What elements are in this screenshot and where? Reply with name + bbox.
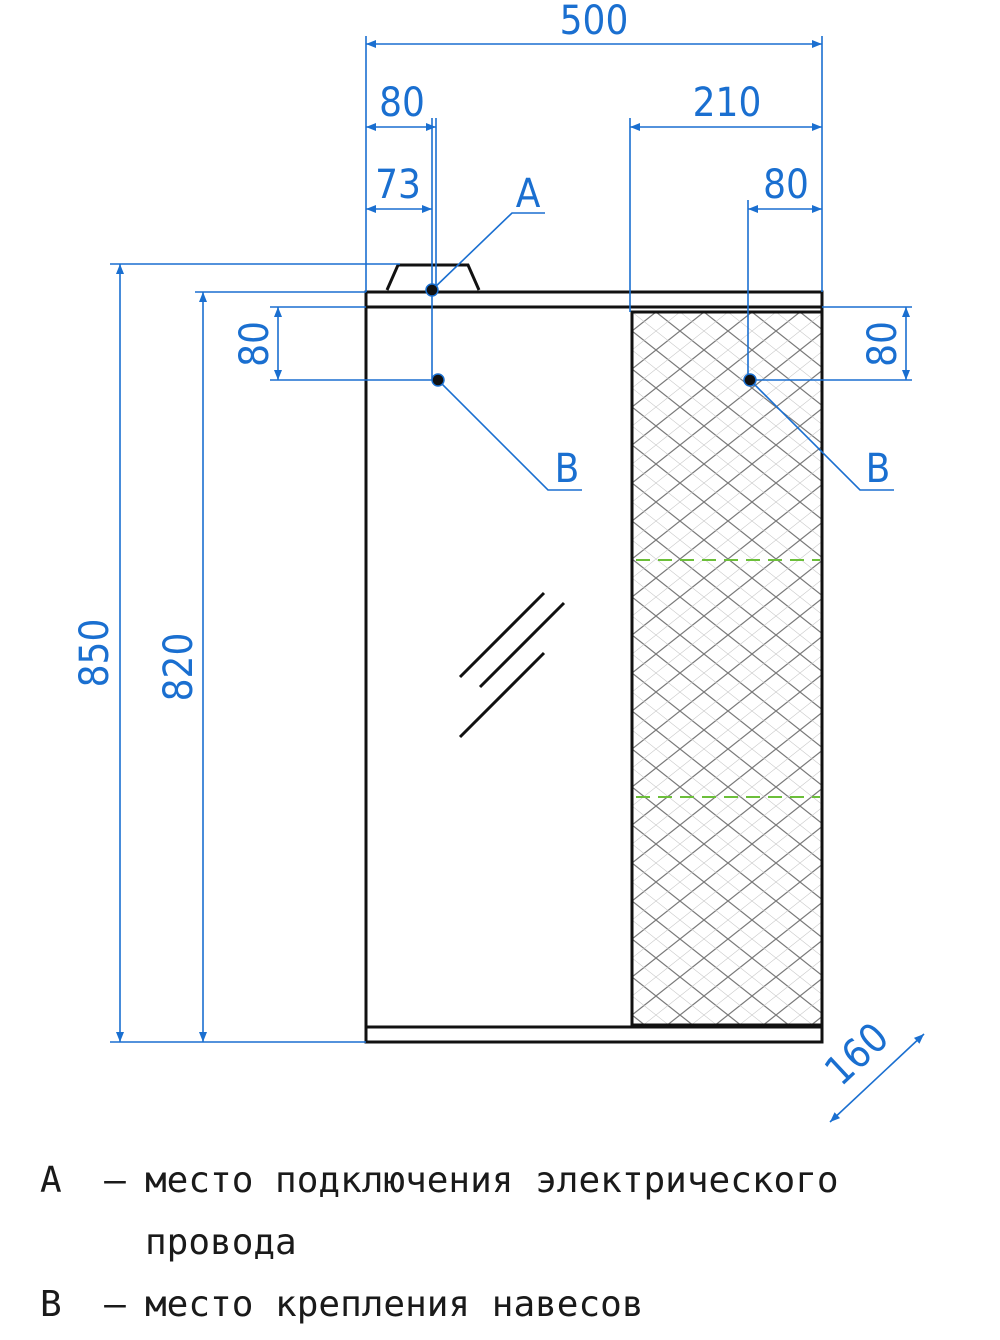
legend-text-a: место подключения электрического <box>145 1160 839 1201</box>
point-b-right-marker <box>743 373 757 387</box>
legend-separator-a: – <box>104 1160 126 1201</box>
dim-left-vertical-offset: 80 <box>232 321 278 367</box>
dim-right-offset: 80 <box>763 162 809 208</box>
legend: A – место подключения электрического про… <box>40 1150 980 1336</box>
legend-text-a-continued: провода <box>145 1222 297 1263</box>
dim-depth: 160 <box>816 1014 898 1094</box>
bottom-plank <box>364 1025 824 1044</box>
dimension-lines <box>110 36 925 1123</box>
dim-right-section-width: 210 <box>693 80 762 126</box>
legend-separator-b: – <box>104 1284 126 1325</box>
point-b-left-marker <box>431 373 445 387</box>
cabinet <box>364 263 824 1044</box>
legend-key-b: B <box>40 1284 62 1325</box>
legend-item-a: A – место подключения электрического <box>40 1150 980 1212</box>
lamp <box>385 263 481 291</box>
dim-total-width: 500 <box>560 0 629 44</box>
point-a-marker <box>425 283 439 297</box>
dim-total-height: 850 <box>72 619 118 688</box>
dim-left-offset-outer: 80 <box>379 80 425 126</box>
dim-right-vertical-offset: 80 <box>860 321 906 367</box>
label-point-b-right: B <box>866 446 891 492</box>
dim-left-offset-inner: 73 <box>375 162 421 208</box>
legend-item-a-continued: провода <box>40 1212 980 1274</box>
technical-drawing: 500 80 73 210 80 A B B 80 80 850 820 160 <box>72 0 925 1123</box>
legend-text-b: место крепления навесов <box>145 1284 644 1325</box>
patterned-door <box>630 310 824 1027</box>
mirror-reflection <box>458 591 566 739</box>
label-point-b-left: B <box>555 446 580 492</box>
legend-key-a: A <box>40 1160 62 1201</box>
label-point-a: A <box>516 171 541 217</box>
dim-body-height: 820 <box>156 633 202 702</box>
legend-item-b: B – место крепления навесов <box>40 1274 980 1336</box>
